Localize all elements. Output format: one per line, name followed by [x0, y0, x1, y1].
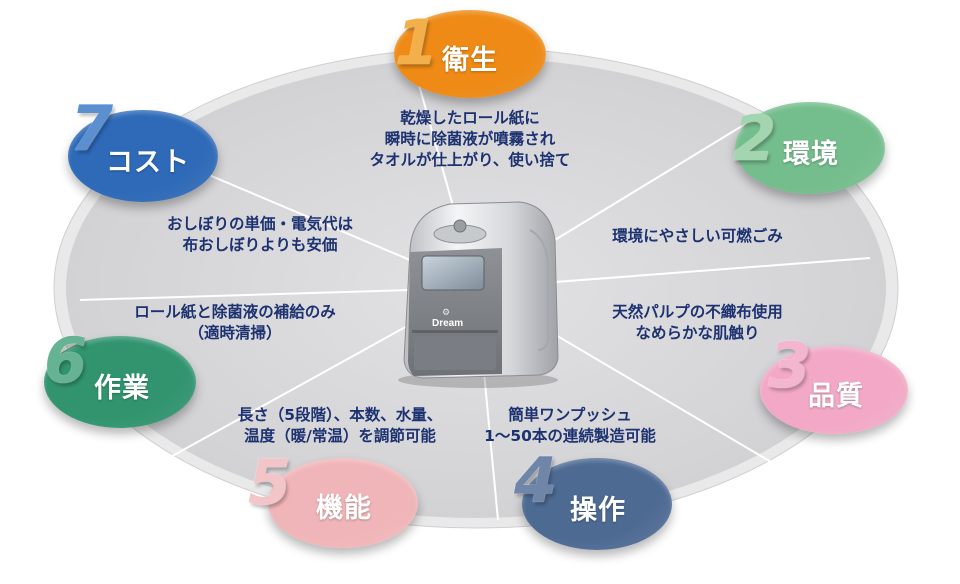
- node-environment: 環境: [735, 102, 885, 194]
- node-label: 操作: [570, 495, 626, 526]
- node-operation: 操作: [522, 458, 672, 550]
- number-badge: 5: [248, 446, 292, 519]
- node-work: 作業: [44, 336, 196, 428]
- description-line: 布おしぼりよりも安価: [182, 236, 338, 254]
- description-line: 1〜50本の連続製造可能: [484, 427, 656, 445]
- node-label: 環境: [783, 139, 839, 170]
- node-cost: コスト: [68, 110, 218, 202]
- node-label: 品質: [808, 381, 864, 412]
- description-work: ロール紙と除菌液の補給のみ （適時清掃）: [105, 302, 365, 344]
- description-environment: 環境にやさしい可燃ごみ: [585, 226, 810, 247]
- description-line: 長さ（5段階）、本数、水量、: [237, 406, 443, 424]
- node-label: 衛生: [442, 45, 498, 76]
- description-line: 天然パルプの不織布使用: [612, 303, 783, 321]
- description-cost: おしぼりの単価・電気代は 布おしぼりよりも安価: [140, 214, 380, 256]
- description-line: 簡単ワンプッシュ: [508, 406, 632, 424]
- number-badge: 6: [44, 324, 88, 397]
- description-line: タオルが仕上がり、使い捨て: [369, 151, 571, 169]
- node-label: 機能: [316, 493, 372, 524]
- number-badge: 1: [395, 6, 439, 79]
- brand-label: Dream: [432, 318, 463, 329]
- description-line: なめらかな肌触り: [635, 324, 760, 342]
- description-line: 環境にやさしい可燃ごみ: [612, 227, 783, 245]
- description-operation: 簡単ワンプッシュ 1〜50本の連続製造可能: [470, 405, 670, 447]
- node-label: コスト: [106, 147, 190, 178]
- number-badge: 7: [70, 92, 114, 165]
- node-function: 機能: [268, 458, 418, 548]
- description-line: ロール紙と除菌液の補給のみ: [134, 303, 336, 321]
- node-quality: 品質: [760, 346, 908, 434]
- node-label: 作業: [94, 373, 150, 404]
- description-line: 乾燥したロール紙に: [400, 109, 540, 127]
- description-line: 温度（暖/常温）を調節可能: [244, 427, 436, 445]
- number-badge: 2: [733, 102, 777, 175]
- number-badge: 3: [768, 329, 812, 402]
- node-hygiene: 衛生: [394, 10, 546, 98]
- description-line: 瞬時に除菌液が噴霧され: [384, 130, 556, 148]
- number-badge: 4: [514, 444, 558, 517]
- description-line: （適時清掃）: [188, 324, 282, 342]
- description-line: おしぼりの単価・電気代は: [166, 215, 353, 233]
- description-function: 長さ（5段階）、本数、水量、 温度（暖/常温）を調節可能: [220, 405, 460, 447]
- description-hygiene: 乾燥したロール紙に 瞬時に除菌液が噴霧され タオルが仕上がり、使い捨て: [355, 108, 585, 171]
- brand-emblem: ⚙: [442, 307, 450, 317]
- towel-machine-image: ⚙ Dream: [398, 201, 559, 388]
- description-quality: 天然パルプの不織布使用 なめらかな肌触り: [585, 302, 810, 344]
